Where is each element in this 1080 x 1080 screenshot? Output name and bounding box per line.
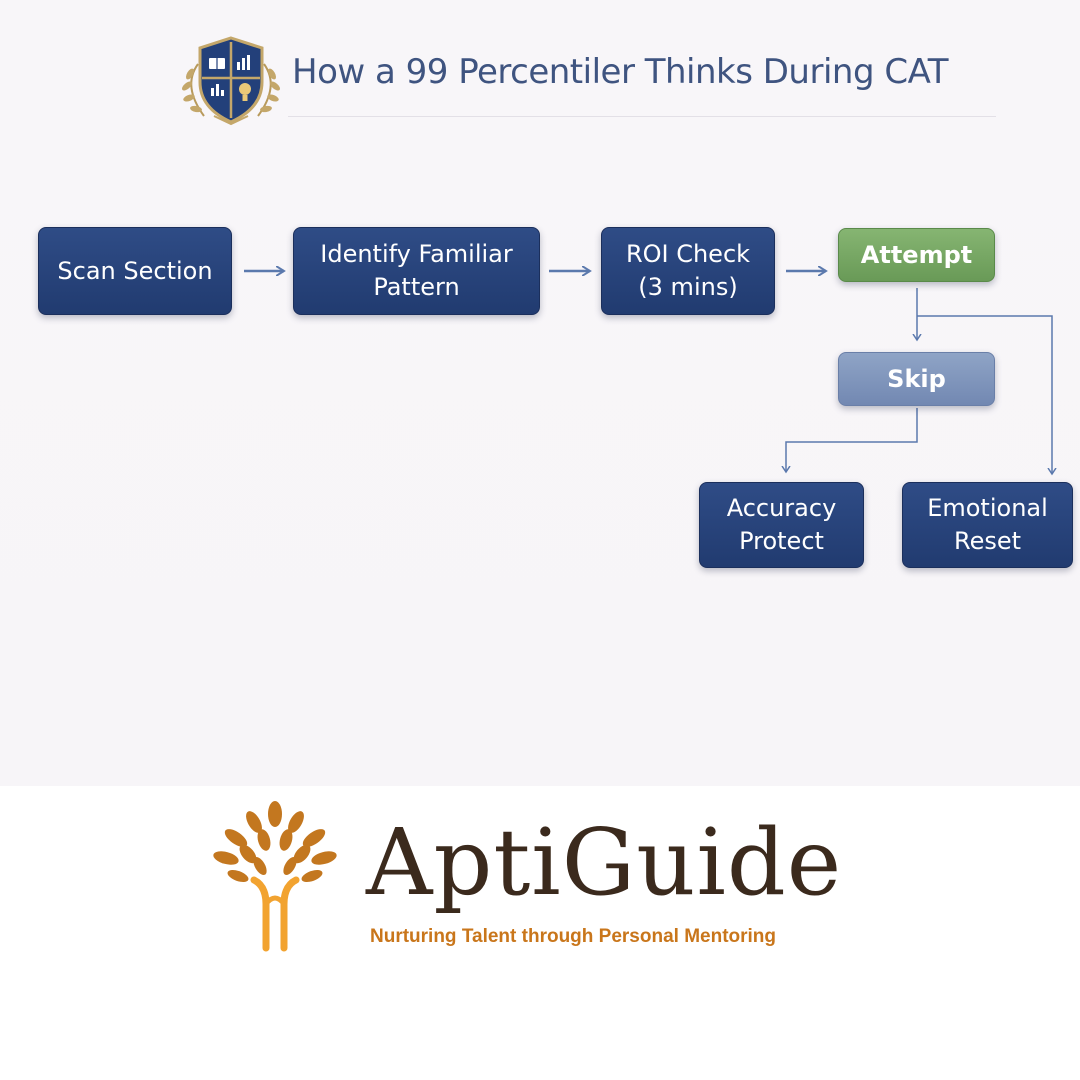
node-skip: Skip xyxy=(838,352,995,406)
node-emotional-reset: Emotional Reset xyxy=(902,482,1073,568)
diagram-panel: How a 99 Percentiler Thinks During CAT xyxy=(0,0,1080,786)
node-roi-check: ROI Check (3 mins) xyxy=(601,227,775,315)
tree-logo-icon xyxy=(213,801,337,952)
brand-name: AptiGuide xyxy=(366,809,843,916)
node-attempt: Attempt xyxy=(838,228,995,282)
node-identify-familiar-pattern: Identify Familiar Pattern xyxy=(293,227,540,315)
node-scan-section: Scan Section xyxy=(38,227,232,315)
arrow-skip-to-accuracy-protect xyxy=(786,408,918,472)
brand-panel xyxy=(0,786,1080,1080)
page-title: How a 99 Percentiler Thinks During CAT xyxy=(292,52,948,92)
node-accuracy-protect: Accuracy Protect xyxy=(699,482,864,568)
academic-crest-icon xyxy=(182,36,280,126)
title-divider xyxy=(288,116,996,117)
brand-tagline: Nurturing Talent through Personal Mentor… xyxy=(370,926,777,947)
